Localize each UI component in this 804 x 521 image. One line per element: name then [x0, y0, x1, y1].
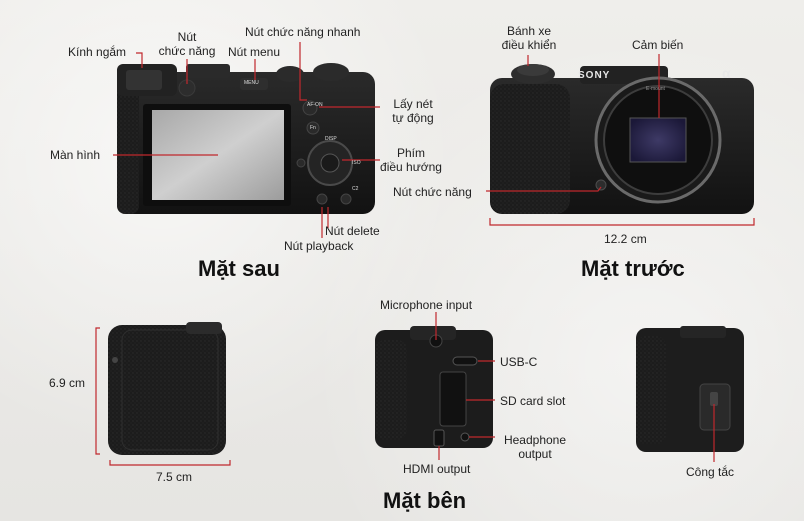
- label-mic-input: Microphone input: [380, 298, 473, 312]
- mark-iso: ISO: [352, 160, 361, 166]
- label-function-button-front: Nút chức năng: [393, 185, 472, 199]
- dimension-depth: 7.5 cm: [156, 470, 193, 484]
- label-nav-keys-line2: điều hướng: [380, 160, 442, 174]
- label-viewfinder: Kính ngắm: [68, 45, 127, 59]
- label-headphone-output: Headphone output: [497, 433, 573, 461]
- label-nav-keys: Phím điều hướng: [374, 146, 448, 174]
- label-function-button-rear: Nút chức năng: [156, 30, 218, 58]
- mark-af-on: AF-ON: [307, 102, 323, 108]
- label-switch: Công tắc: [686, 465, 735, 479]
- heading-side-view: Mặt bên: [383, 488, 467, 513]
- side-camera-right: [636, 326, 744, 452]
- mark-fn: Fn: [310, 125, 316, 131]
- label-control-wheel-line2: điều khiển: [501, 38, 557, 52]
- heading-rear-view: Mặt sau: [198, 256, 280, 281]
- label-sd-slot: SD card slot: [500, 394, 566, 408]
- label-control-wheel: Bánh xe điều khiển: [494, 24, 564, 52]
- label-autofocus-line2: tự động: [392, 111, 434, 125]
- dimension-height: 6.9 cm: [49, 376, 86, 390]
- label-sensor: Cảm biến: [632, 38, 684, 52]
- label-headphone-output-line2: output: [518, 447, 552, 461]
- label-headphone-output-line1: Headphone: [503, 433, 567, 447]
- mark-e-mount: E-mount: [646, 86, 665, 92]
- label-playback-button: Nút playback: [284, 239, 354, 253]
- front-camera: [490, 64, 754, 214]
- label-autofocus-line1: Lấy nét: [393, 97, 433, 111]
- label-autofocus: Lấy nét tự động: [382, 97, 444, 125]
- label-nav-keys-line1: Phím: [396, 146, 425, 160]
- label-hdmi-output: HDMI output: [403, 462, 471, 476]
- label-function-button-line1: Nút: [177, 30, 197, 44]
- mark-menu: MENU: [244, 80, 259, 86]
- label-quick-function-button: Nút chức năng nhanh: [245, 25, 361, 39]
- label-screen: Màn hình: [50, 148, 101, 162]
- label-control-wheel-line1: Bánh xe: [506, 24, 552, 38]
- label-usb-c: USB-C: [500, 355, 538, 369]
- alpha-logo: α: [722, 65, 731, 81]
- rear-camera: [117, 63, 375, 214]
- mark-disp: DISP: [325, 136, 337, 142]
- label-function-button-line2: chức năng: [158, 44, 216, 58]
- label-menu-button: Nút menu: [228, 45, 281, 59]
- side-camera-left: [108, 322, 226, 455]
- dimension-width: 12.2 cm: [604, 232, 647, 246]
- label-delete-button: Nút delete: [325, 224, 380, 238]
- mark-c2: C2: [352, 186, 359, 192]
- brand-logo: SONY: [578, 70, 611, 81]
- side-camera-ports: [375, 326, 493, 448]
- heading-front-view: Mặt trước: [581, 256, 685, 281]
